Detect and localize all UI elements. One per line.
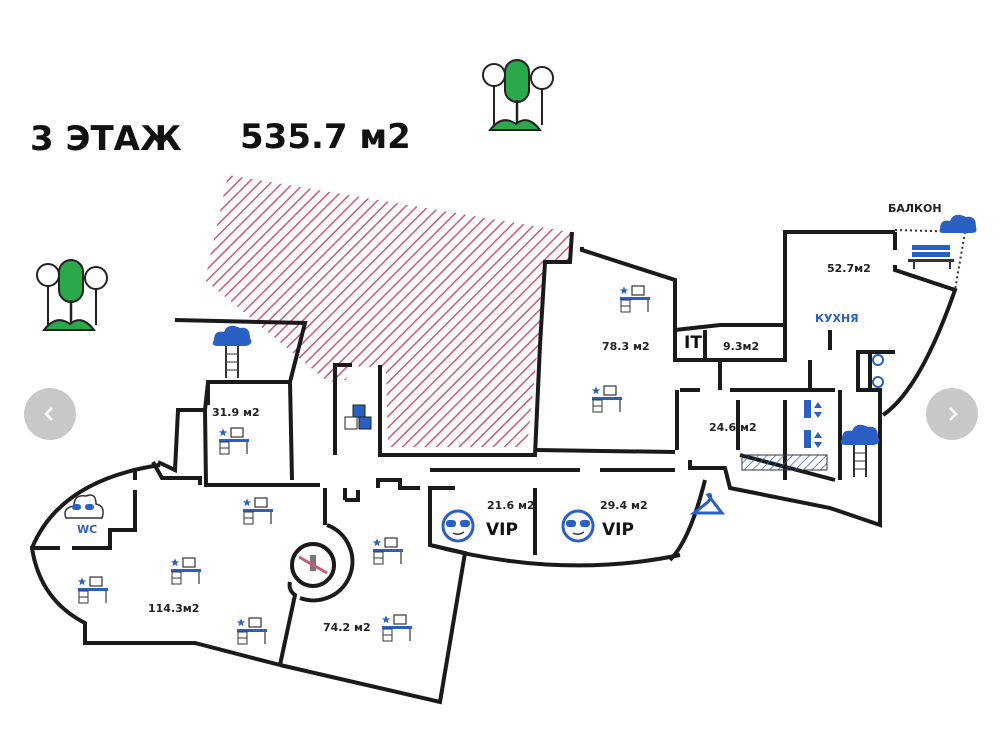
room-area: 29.4 м2 (600, 499, 648, 512)
floor-area: 535.7 м2 (240, 117, 411, 157)
desk-icon (619, 285, 651, 313)
unavailable-area (205, 175, 570, 447)
room-area: 24.6 м2 (709, 421, 757, 434)
no-smoking-icon (298, 555, 328, 575)
chevron-right-icon (949, 407, 958, 421)
room-area: 78.3 м2 (602, 340, 650, 353)
vip-label: VIP (486, 520, 518, 540)
boxes-icon (344, 404, 372, 430)
walls (29, 229, 967, 705)
desk-icon (170, 557, 202, 585)
room-area: 21.6 м2 (487, 499, 535, 512)
desk-icon (77, 576, 109, 604)
fan-icon (872, 354, 884, 366)
room-area: 31.9 м2 (212, 406, 260, 419)
carousel-next-button[interactable] (926, 388, 978, 440)
wc-icon (64, 494, 104, 519)
desk-icon (236, 617, 268, 645)
room-area: 52.7м2 (827, 262, 871, 275)
hanger-icon (689, 493, 726, 515)
desk-icon (381, 614, 413, 642)
tree-icon (35, 258, 109, 332)
carousel-prev-button[interactable] (24, 388, 76, 440)
room-area: 9.3м2 (723, 340, 759, 353)
wc-label: WC (77, 523, 97, 536)
vip-face-icon (561, 509, 595, 543)
vip-face-icon (441, 509, 475, 543)
desk-icon (372, 537, 404, 565)
balcony-label: БАЛКОН (888, 202, 942, 215)
fan-icon (872, 376, 884, 388)
desk-icon (218, 427, 250, 455)
elevator-icon (804, 430, 822, 448)
cloud-icon (939, 214, 977, 233)
room-area: 74.2 м2 (323, 621, 371, 634)
bench-icon (908, 245, 954, 269)
cloud-ladder-icon (211, 324, 253, 379)
it-label: IT (684, 333, 702, 353)
chevron-left-icon (44, 407, 53, 421)
desk-icon (591, 385, 623, 413)
cloud-ladder-icon (839, 423, 881, 478)
kitchen-label: КУХНЯ (815, 312, 859, 325)
vip-label: VIP (602, 520, 634, 540)
elevator-icon (804, 400, 822, 418)
room-area: 114.3м2 (148, 602, 199, 615)
tree-icon (481, 58, 555, 132)
desk-icon (242, 497, 274, 525)
floor-title: 3 ЭТАЖ (30, 119, 182, 159)
